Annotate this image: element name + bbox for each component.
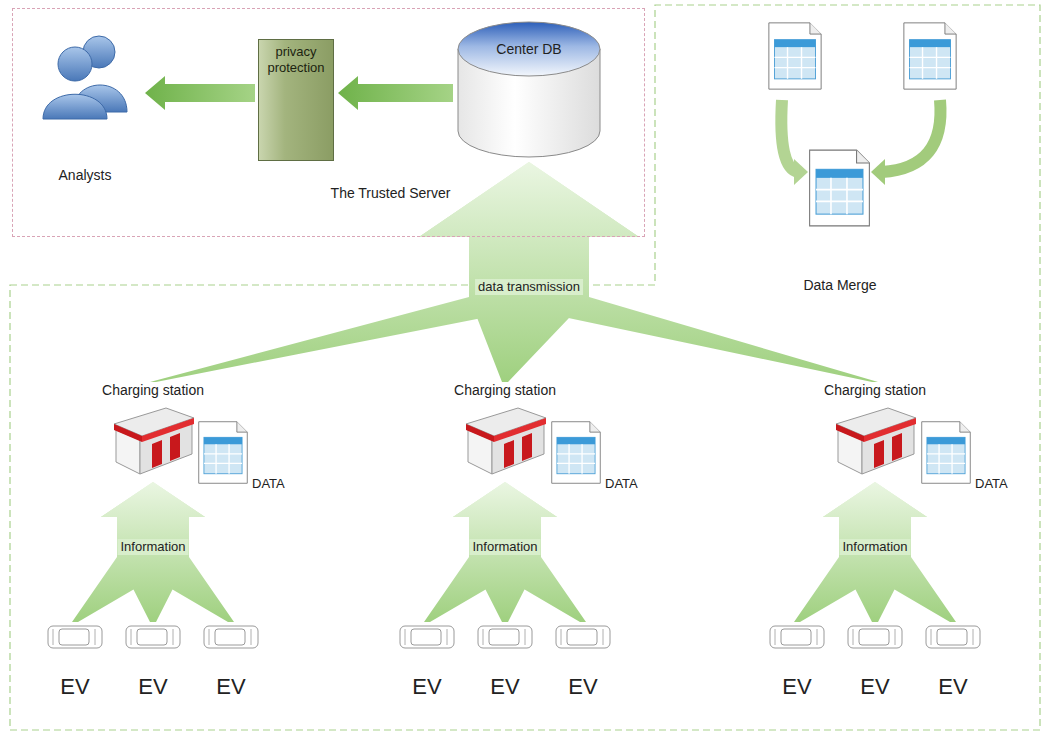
node-text: Charging station [454,382,556,399]
flow-arrow [145,76,255,110]
flow-arrow [823,482,956,622]
trusted-server-region: The Trusted Server Analysts privacy protec… [12,8,645,237]
ev-car: EV [767,622,827,700]
node-text: Analysts [59,167,112,184]
node-text: privacy protection [261,44,331,76]
node-text: Charging station [102,382,204,399]
ev-car-shape [847,624,903,650]
data-table-icon [922,422,971,484]
region-outline [10,5,1040,730]
ev-car-shape [769,624,825,650]
data-label: DATA [975,476,1008,492]
node-text: Charging station [824,382,926,399]
flow-arrow [338,76,453,110]
edge-label: Information [469,539,540,555]
node-text: Center DB [496,41,561,58]
data-label: DATA [605,476,638,492]
ev-car: EV [45,622,105,700]
node-text: EV [568,674,597,700]
ev-car: EV [201,622,261,700]
node-text: EV [216,674,245,700]
node-text: The Trusted Server [331,185,451,202]
node-text: EV [138,674,167,700]
data-table-icon [552,422,601,484]
merged-table: Data Merge [790,148,890,298]
ev-car-shape [399,624,455,650]
node-text: EV [412,674,441,700]
privacy-box: privacy protection [258,39,334,161]
node-text: EV [490,674,519,700]
flow-arrow [101,482,234,622]
node-text: EV [782,674,811,700]
charging-station: Charging station [440,382,570,480]
merge-arrow-head [794,159,808,185]
database-cylinder: Center DB [456,19,602,159]
ev-car: EV [845,622,905,700]
edge-label: Information [839,539,910,555]
charging-station-shape [110,404,196,476]
node-text: Data Merge [803,277,876,294]
database-cylinder-shape [456,19,602,159]
ev-car: EV [923,622,983,700]
ev-car-shape [125,624,181,650]
ev-car-shape [203,624,259,650]
ev-car-shape [555,624,611,650]
node-text: EV [938,674,967,700]
flow-arrow [453,482,586,622]
edge-label: Information [117,539,188,555]
charging-station: Charging station [810,382,940,480]
ev-car-shape [925,624,981,650]
edge-label: data transmission [475,279,583,295]
data-table-icon [199,422,248,484]
merge-arrow-head [871,159,885,185]
analysts-icon: Analysts [29,26,141,196]
table-icon [904,23,956,89]
charging-station: Charging station [88,382,218,480]
data-label: DATA [252,476,285,492]
analysts-icon-shape [35,30,135,120]
ev-car-shape [47,624,103,650]
merged-table-shape [807,148,872,228]
ev-car: EV [397,622,457,700]
ev-car-shape [477,624,533,650]
node-text: EV [60,674,89,700]
table-icon [769,23,821,89]
merge-arrow [882,100,941,172]
ev-car: EV [553,622,613,700]
charging-station-shape [462,404,548,476]
ev-car: EV [475,622,535,700]
charging-station-shape [832,404,918,476]
node-text: EV [860,674,889,700]
ev-car: EV [123,622,183,700]
